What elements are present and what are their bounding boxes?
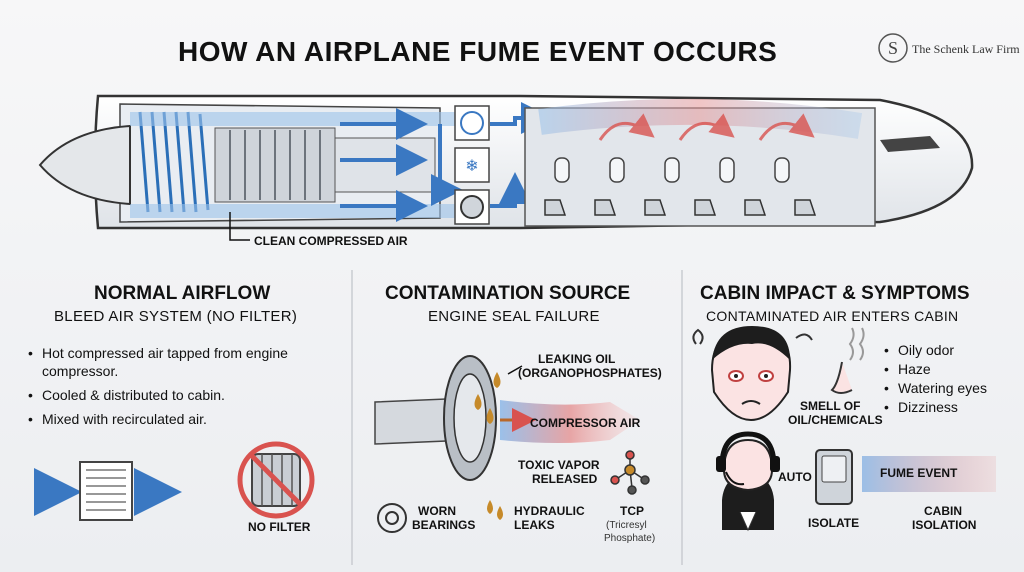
worn-label: WORN (418, 504, 456, 518)
tcp-molecule-icon (610, 450, 650, 495)
cabin-seats (544, 199, 817, 216)
smell-label-2: OIL/CHEMICALS (788, 413, 883, 427)
leaks-label: LEAKS (514, 518, 555, 532)
panel1-bullets: Hot compressed air tapped from engine co… (28, 344, 328, 434)
bullet: Mixed with recirculated air. (28, 410, 328, 428)
oil-drops-icon (474, 372, 503, 520)
page-title: HOW AN AIRPLANE FUME EVENT OCCURS (178, 36, 778, 67)
panel3-heading: CABIN IMPACT & SYMPTOMS (700, 283, 970, 304)
passenger-face-icon (692, 326, 813, 422)
svg-text:❄: ❄ (465, 158, 478, 175)
tcp-desc-1: (Tricresyl (606, 520, 647, 531)
cabin-windows (554, 157, 790, 183)
hydraulic-label: HYDRAULIC (514, 504, 585, 518)
nose-smell-icon (830, 327, 865, 394)
clean-air-callout: CLEAN COMPRESSED AIR (254, 234, 408, 248)
cabin-label: CABIN (924, 504, 962, 518)
symptom-item: Watering eyes (884, 380, 1014, 396)
symptom-item: Haze (884, 361, 1014, 377)
symptom-item: Oily odor (884, 342, 1014, 358)
panel2-subheading: ENGINE SEAL FAILURE (428, 308, 600, 325)
air-conditioning-packs: ❄ (454, 105, 490, 225)
compressor-blades (138, 111, 210, 213)
no-filter-icon (237, 441, 315, 519)
bullet: Hot compressed air tapped from engine co… (28, 344, 328, 380)
tcp-desc-2: Phosphate) (604, 533, 656, 544)
panel3-subheading: CONTAMINATED AIR ENTERS CABIN (706, 308, 959, 324)
fume-event-bar (862, 456, 996, 492)
smell-label-1: SMELL OF (800, 399, 861, 413)
engine-spinner (38, 124, 131, 206)
isolation-label: ISOLATION (912, 518, 977, 532)
compressor-air-label: COMPRESSOR AIR (530, 416, 641, 430)
cockpit-window (880, 136, 940, 152)
pilot-headset-icon (716, 431, 780, 532)
bearings-label: BEARINGS (412, 518, 476, 532)
symptom-list: Oily odor Haze Watering eyes Dizziness (884, 342, 1014, 418)
panel1-heading: NORMAL AIRFLOW (94, 283, 271, 304)
filter-graphic (34, 461, 182, 521)
released-label: RELEASED (532, 472, 598, 486)
auto-label: AUTO (778, 470, 812, 484)
no-filter-label: NO FILTER (248, 520, 311, 534)
law-firm-logo-icon: S (878, 33, 908, 63)
bullet: Cooled & distributed to cabin. (28, 386, 328, 404)
logo-monogram: S (888, 38, 898, 58)
leaking-oil-label: LEAKING OIL (538, 352, 616, 366)
tcp-label: TCP (620, 504, 644, 518)
fume-event-label: FUME EVENT (880, 466, 958, 480)
isolate-switch-icon (815, 449, 853, 505)
worn-bearings-icon (377, 503, 407, 533)
shaft-and-bearing (374, 355, 640, 481)
brand-name: The Schenk Law Firm (912, 42, 1020, 56)
isolate-label: ISOLATE (808, 516, 860, 530)
organophosphates-label: (ORGANOPHOSPHATES) (518, 366, 662, 380)
symptom-item: Dizziness (884, 399, 1014, 415)
panel1-subheading: BLEED AIR SYSTEM (NO FILTER) (54, 308, 298, 325)
panel2-heading: CONTAMINATION SOURCE (385, 283, 631, 304)
toxic-vapor-label: TOXIC VAPOR (518, 458, 600, 472)
